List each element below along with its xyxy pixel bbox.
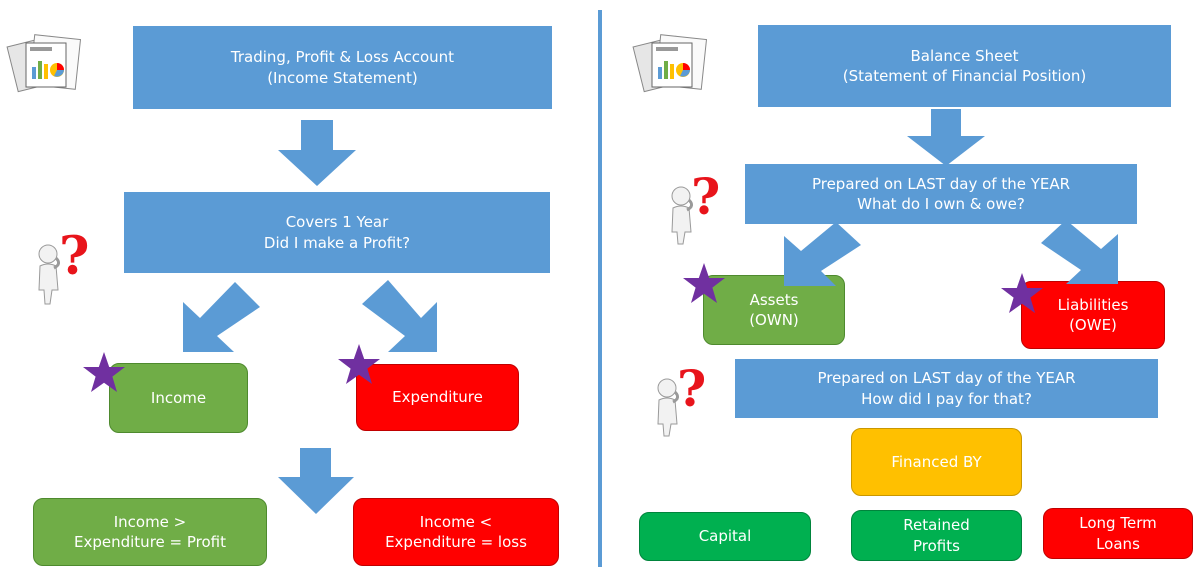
down-arrow <box>278 120 356 186</box>
retained-profits-box: Retained Profits <box>851 510 1022 561</box>
document-charts-icon <box>6 34 82 93</box>
down-arrow <box>907 109 985 166</box>
financed-by-box: Financed BY <box>851 428 1022 496</box>
long-term-loans-box: Long Term Loans <box>1043 508 1193 559</box>
svg-text:?: ? <box>677 359 706 418</box>
liabilities-box: Liabilities (OWE) <box>1021 281 1165 349</box>
own-owe-question-box: Prepared on LAST day of the YEAR What do… <box>745 164 1137 224</box>
down-arrow <box>278 448 354 514</box>
down-right-arrow <box>1041 220 1118 284</box>
income-box: Income <box>109 363 248 433</box>
down-right-arrow <box>362 280 437 352</box>
payment-question-box: Prepared on LAST day of the YEAR How did… <box>735 359 1158 418</box>
thinking-person-icon: ? <box>38 226 89 305</box>
assets-box: Assets (OWN) <box>703 275 845 345</box>
down-left-arrow <box>784 222 861 286</box>
svg-text:?: ? <box>59 226 89 287</box>
income-statement-title-box: Trading, Profit & Loss Account (Income S… <box>133 26 552 109</box>
thinking-person-icon: ? <box>671 167 720 245</box>
star-icon <box>1001 273 1043 313</box>
thinking-person-icon: ? <box>657 359 706 437</box>
star-icon <box>683 263 725 303</box>
balance-sheet-title-box: Balance Sheet (Statement of Financial Po… <box>758 25 1171 107</box>
capital-box: Capital <box>639 512 811 561</box>
profit-result-box: Income > Expenditure = Profit <box>33 498 267 566</box>
loss-result-box: Income < Expenditure = loss <box>353 498 559 566</box>
svg-text:?: ? <box>691 167 720 226</box>
expenditure-box: Expenditure <box>356 364 519 431</box>
section-divider <box>598 10 602 567</box>
profit-question-box: Covers 1 Year Did I make a Profit? <box>124 192 550 273</box>
star-icon <box>83 352 125 392</box>
document-charts-icon <box>632 34 708 93</box>
down-left-arrow <box>183 282 260 352</box>
star-icon <box>338 344 380 384</box>
